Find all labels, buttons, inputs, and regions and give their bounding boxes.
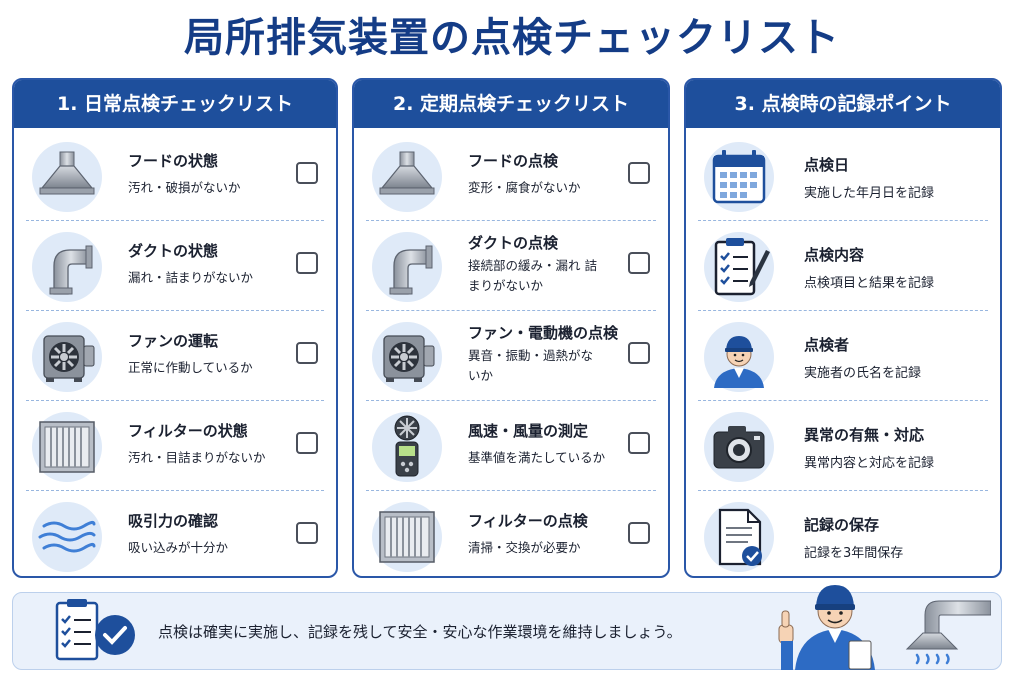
item-title: 点検内容	[804, 246, 865, 264]
checkbox-daily-duct[interactable]	[296, 252, 318, 274]
item-desc: 吸い込みが十分か	[128, 540, 229, 555]
daily-item-suction: 吸引力の確認 吸い込みが十分か	[14, 492, 336, 576]
item-title: 点検日	[804, 156, 850, 174]
exhaust-hood-icon	[905, 600, 991, 665]
item-title: ファン・電動機の点検	[468, 324, 619, 342]
footer-banner: 点検は確実に実施し、記録を残して安全・安心な作業環境を維持しましょう。	[12, 585, 1002, 670]
airflow-icon	[32, 502, 102, 572]
filter-icon	[32, 412, 102, 482]
item-title: フィルターの状態	[128, 422, 248, 440]
item-title: フードの点検	[468, 152, 559, 170]
item-desc: 実施した年月日を記録	[804, 186, 935, 201]
periodic-item-hood: フードの点検 変形・腐食がないか	[354, 132, 668, 218]
record-item-abnormality: 異常の有無・対応 異常内容と対応を記録	[686, 402, 1000, 488]
record-item-inspector: 点検者 実施者の氏名を記録	[686, 312, 1000, 398]
record-item-storage: 記録の保存 記録を3年間保存	[686, 492, 1000, 576]
worker-icon	[704, 322, 774, 392]
item-desc: 実施者の氏名を記録	[804, 366, 922, 381]
item-title: 風速・風量の測定	[468, 422, 589, 440]
hood-icon	[32, 142, 102, 212]
camera-icon	[704, 412, 774, 482]
daily-item-fan: ファンの運転 正常に作動しているか	[14, 312, 336, 398]
item-desc: 汚れ・目詰まりがないか	[128, 450, 266, 465]
checkbox-periodic-fan[interactable]	[628, 342, 650, 364]
records-heading: 3. 点検時の記録ポイント	[686, 80, 1000, 128]
document-check-icon	[704, 502, 774, 572]
duct-icon	[372, 232, 442, 302]
item-title: フィルターの点検	[468, 512, 588, 530]
checkbox-daily-filter[interactable]	[296, 432, 318, 454]
footer-message: 点検は確実に実施し、記録を残して安全・安心な作業環境を維持しましょう。	[158, 623, 682, 641]
page-title: 局所排気装置の点検チェックリスト	[184, 15, 840, 61]
item-desc: 汚れ・破損がないか	[128, 180, 241, 195]
duct-icon	[32, 232, 102, 302]
item-title: ダクトの状態	[128, 242, 219, 260]
item-desc: 正常に作動しているか	[128, 360, 253, 375]
item-title: ダクトの点検	[468, 234, 559, 252]
periodic-item-fan-motor: ファン・電動機の点検 異音・振動・過熱がないか	[354, 312, 668, 398]
item-title: 異常の有無・対応	[804, 426, 925, 444]
worker-thumbs-up-icon	[778, 585, 875, 670]
periodic-check-heading: 2. 定期点検チェックリスト	[354, 80, 668, 128]
item-desc: 清掃・交換が必要か	[468, 540, 581, 555]
item-title: 点検者	[804, 336, 850, 354]
record-item-date: 点検日 実施した年月日を記録	[686, 132, 1000, 218]
item-desc: 記録を3年間保存	[804, 546, 904, 561]
calendar-icon	[704, 142, 774, 212]
checkbox-periodic-airflow[interactable]	[628, 432, 650, 454]
fan-icon	[372, 322, 442, 392]
daily-check-heading: 1. 日常点検チェックリスト	[14, 80, 336, 128]
item-title: 記録の保存	[804, 516, 880, 534]
item-title: フードの状態	[128, 152, 219, 170]
item-desc: 異常内容と対応を記録	[804, 456, 935, 471]
checkbox-periodic-filter[interactable]	[628, 522, 650, 544]
daily-check-panel: 1. 日常点検チェックリスト フードの状態 汚れ・破損がないか ダクトの状態 漏…	[12, 78, 338, 578]
periodic-item-duct: ダクトの点検 接続部の緩み・漏れ 詰まりがないか	[354, 222, 668, 308]
item-desc: 接続部の緩み・漏れ 詰まりがないか	[468, 258, 597, 293]
daily-item-filter: フィルターの状態 汚れ・目詰まりがないか	[14, 402, 336, 488]
checkbox-periodic-hood[interactable]	[628, 162, 650, 184]
hood-icon	[372, 142, 442, 212]
checkbox-daily-fan[interactable]	[296, 342, 318, 364]
fan-icon	[32, 322, 102, 392]
clipboard-check-icon	[55, 599, 135, 661]
item-title: 吸引力の確認	[128, 512, 219, 530]
checkbox-periodic-duct[interactable]	[628, 252, 650, 274]
daily-item-hood: フードの状態 汚れ・破損がないか	[14, 132, 336, 218]
item-desc: 異音・振動・過熱がないか	[468, 348, 594, 383]
item-desc: 点検項目と結果を記録	[804, 276, 935, 291]
item-title: ファンの運転	[128, 332, 219, 350]
record-item-content: 点検内容 点検項目と結果を記録	[686, 222, 1000, 308]
records-panel: 3. 点検時の記録ポイント 点検日 実施した年月日を記録 点検内容 点検項目と結…	[684, 78, 1002, 578]
filter-icon	[372, 502, 442, 572]
item-desc: 変形・腐食がないか	[468, 180, 581, 195]
periodic-check-panel: 2. 定期点検チェックリスト フードの点検 変形・腐食がないか ダクトの点検 接…	[352, 78, 670, 578]
clipboard-pen-icon	[704, 232, 774, 302]
item-desc: 漏れ・詰まりがないか	[128, 270, 254, 285]
item-desc: 基準値を満たしているか	[468, 450, 606, 465]
daily-item-duct: ダクトの状態 漏れ・詰まりがないか	[14, 222, 336, 308]
checkbox-daily-suction[interactable]	[296, 522, 318, 544]
periodic-item-filter: フィルターの点検 清掃・交換が必要か	[354, 492, 668, 576]
periodic-item-airflow: 風速・風量の測定 基準値を満たしているか	[354, 402, 668, 488]
checkbox-daily-hood[interactable]	[296, 162, 318, 184]
anemometer-icon	[372, 412, 442, 482]
